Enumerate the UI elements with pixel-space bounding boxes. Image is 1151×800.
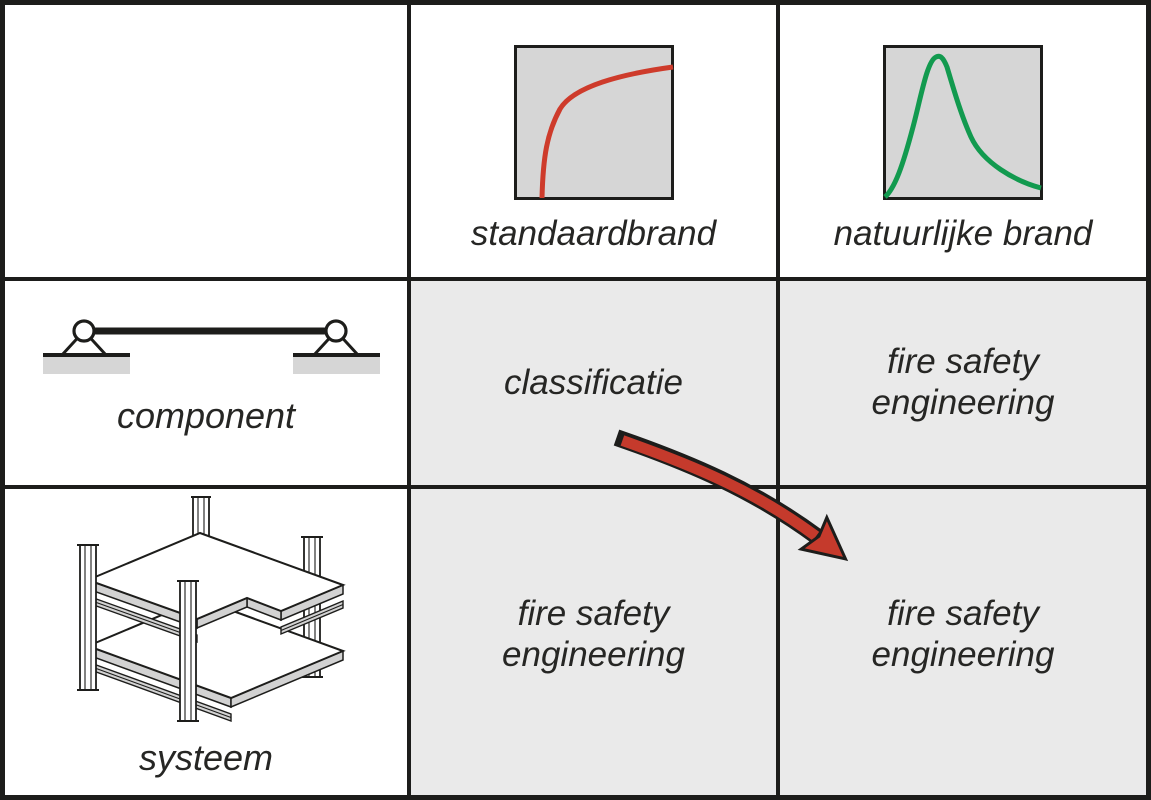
row-header-label: systeem: [138, 737, 274, 778]
cell-text: fire safety engineering: [871, 342, 1055, 422]
row-header-component: component: [5, 281, 407, 485]
cell-systeem-standaardbrand: fire safety engineering: [411, 489, 776, 795]
steel-frame-icon: [77, 496, 346, 722]
corner-empty-cell: [5, 5, 407, 277]
cell-text: fire safety engineering: [502, 594, 685, 674]
row-header-label: component: [116, 395, 296, 436]
simply-supported-beam-icon: [43, 319, 380, 374]
column-header-label: standaardbrand: [470, 214, 717, 253]
cell-systeem-natuurlijke-brand: fire safety engineering: [780, 489, 1146, 795]
frame-middle-column: [177, 580, 199, 722]
cell-component-standaardbrand: classificatie: [411, 281, 776, 485]
column-header-standaardbrand: standaardbrand: [411, 5, 776, 277]
standard-fire-curve-icon: [513, 45, 674, 200]
cell-text: classificatie: [504, 362, 683, 402]
cell-text: fire safety engineering: [871, 594, 1055, 674]
cell-component-natuurlijke-brand: fire safety engineering: [780, 281, 1146, 485]
column-header-label: natuurlijke brand: [833, 214, 1093, 253]
frame-left-column: [77, 544, 99, 691]
row-header-systeem: systeem: [5, 489, 407, 795]
column-header-natuurlijke-brand: natuurlijke brand: [780, 5, 1146, 277]
natural-fire-curve-icon: [883, 45, 1043, 200]
frame-upper-slab: [85, 531, 346, 643]
